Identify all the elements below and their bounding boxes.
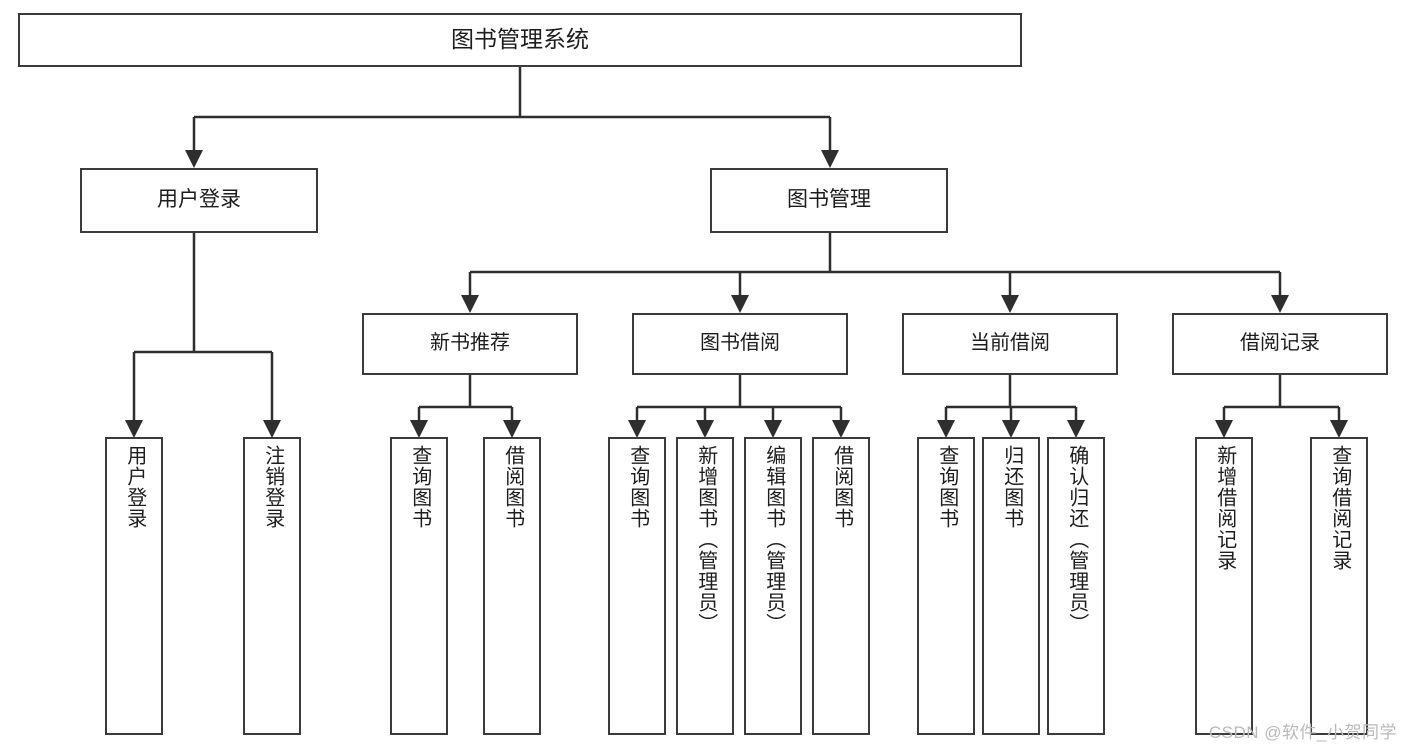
arrow-book-manage-to-borrow-record (1271, 295, 1289, 313)
node-leaf-book-borrow-query-label: 查询图书 (626, 445, 649, 529)
node-root-system-label: 图书管理系统 (451, 26, 589, 53)
node-leaf-user-login-logout-label: 注销登录 (261, 445, 284, 529)
node-leaf-book-borrow-borrow-label: 借阅图书 (830, 445, 853, 529)
node-leaf-user-login-logout[interactable]: 注销登录 (243, 437, 301, 735)
node-leaf-current-borrow-query[interactable]: 查询图书 (917, 437, 975, 735)
node-leaf-current-borrow-query-label: 查询图书 (935, 445, 958, 529)
arrow-book-borrow-leaf-1 (628, 420, 646, 438)
node-borrow-record[interactable]: 借阅记录 (1172, 313, 1388, 375)
node-leaf-current-borrow-confirm-label: 确认归还（管理员） (1065, 445, 1088, 634)
node-borrow-record-label: 借阅记录 (1240, 332, 1320, 355)
arrow-current-borrow-leaf-1 (937, 420, 955, 438)
node-leaf-book-borrow-edit-label: 编辑图书（管理员） (762, 445, 785, 634)
arrow-book-manage-to-book-borrow (731, 295, 749, 313)
node-leaf-user-login-login-label: 用户登录 (123, 445, 146, 529)
arrow-book-borrow-leaf-3 (764, 420, 782, 438)
node-leaf-book-borrow-edit[interactable]: 编辑图书（管理员） (744, 437, 802, 735)
arrow-user-login-leaf-2 (263, 420, 281, 438)
node-leaf-borrow-record-query[interactable]: 查询借阅记录 (1310, 437, 1368, 735)
arrow-current-borrow-leaf-3 (1067, 420, 1085, 438)
node-current-borrow[interactable]: 当前借阅 (902, 313, 1118, 375)
arrow-user-login-leaf-1 (125, 420, 143, 438)
node-root-system[interactable]: 图书管理系统 (18, 13, 1022, 67)
arrow-book-borrow-leaf-2 (696, 420, 714, 438)
node-leaf-borrow-record-add-label: 新增借阅记录 (1213, 445, 1236, 571)
arrow-book-borrow-leaf-4 (832, 420, 850, 438)
node-book-borrow[interactable]: 图书借阅 (632, 313, 848, 375)
arrow-root-to-user-login (185, 150, 203, 168)
arrow-new-book-leaf-1 (410, 420, 428, 438)
node-leaf-new-book-borrow[interactable]: 借阅图书 (483, 437, 541, 735)
node-leaf-borrow-record-add[interactable]: 新增借阅记录 (1195, 437, 1253, 735)
arrow-book-manage-to-new-book (461, 295, 479, 313)
node-current-borrow-label: 当前借阅 (970, 332, 1050, 355)
node-book-management[interactable]: 图书管理 (710, 168, 948, 233)
node-leaf-book-borrow-add-label: 新增图书（管理员） (694, 445, 717, 634)
arrow-new-book-leaf-2 (503, 420, 521, 438)
node-leaf-book-borrow-borrow[interactable]: 借阅图书 (812, 437, 870, 735)
node-leaf-borrow-record-query-label: 查询借阅记录 (1328, 445, 1351, 571)
node-leaf-new-book-query[interactable]: 查询图书 (390, 437, 448, 735)
node-book-management-label: 图书管理 (787, 188, 871, 212)
node-leaf-book-borrow-add[interactable]: 新增图书（管理员） (676, 437, 734, 735)
node-leaf-book-borrow-query[interactable]: 查询图书 (608, 437, 666, 735)
arrow-root-to-book-manage (821, 150, 839, 168)
node-leaf-current-borrow-return-label: 归还图书 (1000, 445, 1023, 529)
watermark: CSDN @软件_小贺同学 (1208, 723, 1397, 742)
node-leaf-current-borrow-return[interactable]: 归还图书 (982, 437, 1040, 735)
node-leaf-current-borrow-confirm[interactable]: 确认归还（管理员） (1047, 437, 1105, 735)
node-new-book-recommend-label: 新书推荐 (430, 332, 510, 355)
arrow-current-borrow-leaf-2 (1002, 420, 1020, 438)
node-user-login-label: 用户登录 (157, 188, 241, 212)
node-user-login[interactable]: 用户登录 (80, 168, 318, 233)
node-new-book-recommend[interactable]: 新书推荐 (362, 313, 578, 375)
node-leaf-new-book-borrow-label: 借阅图书 (501, 445, 524, 529)
node-leaf-user-login-login[interactable]: 用户登录 (105, 437, 163, 735)
node-book-borrow-label: 图书借阅 (700, 332, 780, 355)
arrow-borrow-record-leaf-1 (1215, 420, 1233, 438)
node-leaf-new-book-query-label: 查询图书 (408, 445, 431, 529)
arrow-borrow-record-leaf-2 (1330, 420, 1348, 438)
arrow-book-manage-to-current-borrow (1001, 295, 1019, 313)
